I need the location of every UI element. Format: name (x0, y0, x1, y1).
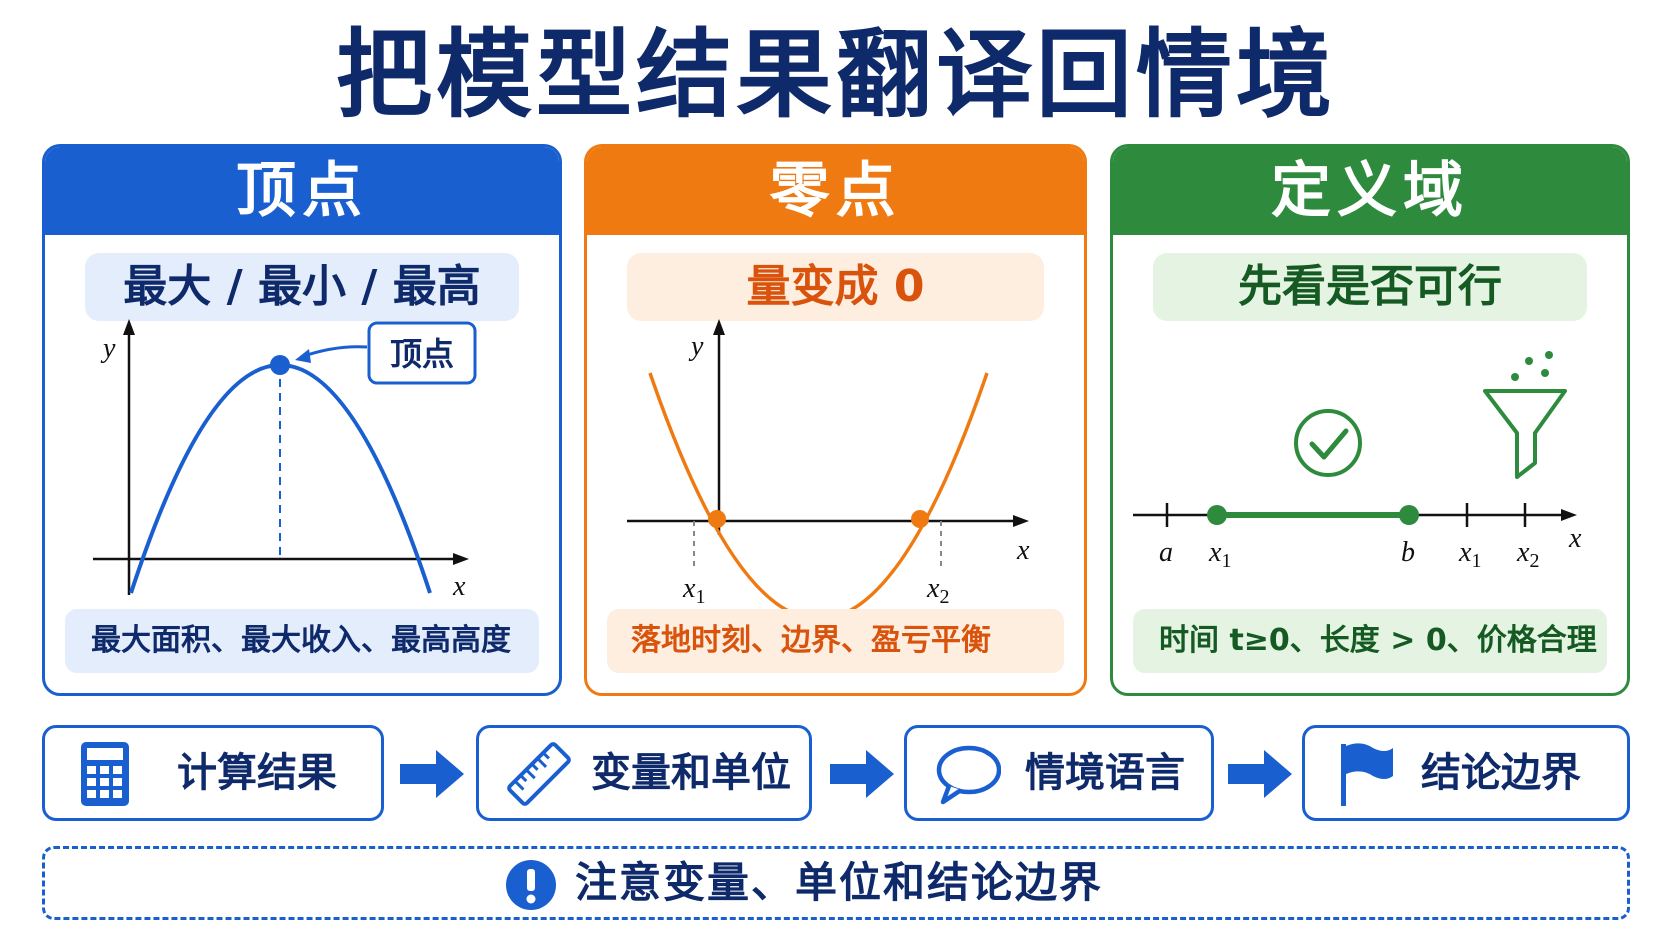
step-label: 变量和单位 (591, 750, 791, 796)
domain-card-subheading: 先看是否可行 (1153, 253, 1587, 321)
zero-card: 零点 量变成 0 y x x1 x2 落地时刻、边界、盈亏平衡 (584, 144, 1087, 696)
x-axis-label: x (1568, 523, 1582, 554)
flow-arrow-icon (830, 750, 894, 798)
vertex-card-footer: 最大面积、最大收入、最高高度 (65, 609, 539, 673)
warning-note-text: 注意变量、单位和结论边界 (575, 858, 1104, 907)
tick-label: x1 (1458, 537, 1481, 572)
tick-label: x2 (1516, 537, 1539, 572)
x-axis-label: x (452, 571, 466, 602)
step-label: 计算结果 (177, 750, 337, 796)
page-title: 把模型结果翻译回情境 (336, 19, 1336, 131)
zero-card-footer: 落地时刻、边界、盈亏平衡 (607, 609, 1064, 673)
vertex-point (270, 355, 290, 375)
filter-funnel-icon (1483, 351, 1567, 479)
vertex-callout-label: 顶点 (390, 335, 454, 373)
step-conclusion-boundary: 结论边界 (1302, 725, 1630, 821)
flow-arrow-icon (400, 750, 464, 798)
zero-parabola-graph: y x x1 x2 (627, 319, 1030, 621)
warning-note: 注意变量、单位和结论边界 (42, 846, 1630, 920)
y-axis-label: y (100, 333, 116, 364)
y-axis-arrowhead (713, 319, 725, 335)
step-label: 结论边界 (1421, 750, 1581, 796)
number-line-ticks: a x1 b x1 x2 (1159, 503, 1539, 572)
check-circle-icon (1294, 409, 1362, 477)
tick-label: a (1159, 537, 1173, 568)
exclamation-icon (506, 860, 556, 910)
speech-bubble-icon (936, 745, 1001, 805)
vertex-parabola-graph: y x 顶点 (93, 319, 477, 602)
root2-label: x2 (926, 573, 949, 608)
vertex-card-heading: 顶点 (45, 147, 559, 235)
vertex-callout-box (367, 321, 477, 385)
step-label: 情境语言 (1025, 750, 1185, 796)
x-axis-arrowhead (1013, 515, 1029, 527)
zero-card-heading: 零点 (587, 147, 1084, 235)
flow-arrow-icon (1228, 750, 1292, 798)
x-axis-label: x (1016, 535, 1030, 566)
tick-label: b (1401, 537, 1415, 568)
zero-card-subheading: 量变成 0 (627, 253, 1044, 321)
interval-endpoint (1207, 505, 1227, 525)
root1-label: x1 (682, 573, 705, 608)
step-context-language: 情境语言 (904, 725, 1214, 821)
domain-number-line: a x1 b x1 x2 x (1133, 351, 1582, 572)
domain-card-footer: 时间 t≥0、长度 > 0、价格合理 (1133, 609, 1607, 673)
tick-label: x1 (1208, 537, 1231, 572)
number-line-arrowhead (1561, 509, 1577, 521)
ruler-icon (507, 742, 571, 806)
step-calculate-result: 计算结果 (42, 725, 384, 821)
root2-point (911, 510, 929, 528)
y-axis-label: y (688, 331, 704, 362)
interval-endpoint (1399, 505, 1419, 525)
y-axis-arrowhead (123, 319, 135, 335)
callout-arrow (300, 345, 368, 359)
calculator-icon (81, 742, 129, 806)
step-variables-units: 变量和单位 (476, 725, 812, 821)
x-axis-arrowhead (453, 553, 469, 565)
vertex-card: 顶点 最大 / 最小 / 最高 y x 顶点 最大面积、最大收入、最高高度 (42, 144, 562, 696)
callout-arrowhead (295, 349, 311, 363)
domain-card: 定义域 先看是否可行 a x1 b x1 x2 x 时间 t≥0、长度 > 0、价格合理 (1110, 144, 1630, 696)
vertex-card-subheading: 最大 / 最小 / 最高 (85, 253, 519, 321)
domain-card-heading: 定义域 (1113, 147, 1627, 235)
root1-point (708, 510, 726, 528)
flag-icon (1341, 743, 1393, 806)
